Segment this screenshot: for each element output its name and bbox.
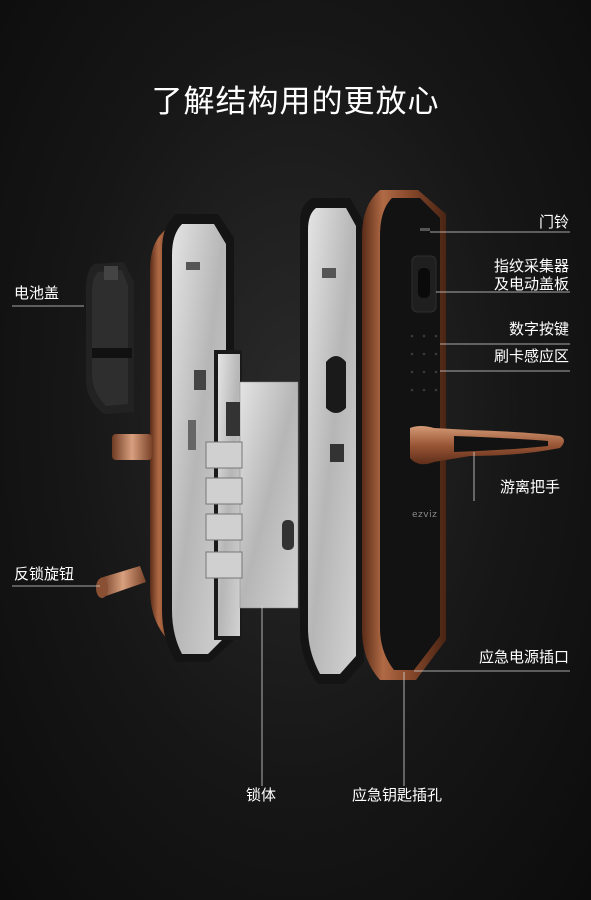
label-emergency-power: 应急电源插口 xyxy=(478,648,569,666)
label-battery-cover: 电池盖 xyxy=(14,284,60,302)
inner-plate xyxy=(300,198,364,684)
label-keypad: 数字按键 xyxy=(508,320,569,338)
page-title: 了解结构用的更放心 xyxy=(151,84,440,120)
battery-cover-part xyxy=(86,262,134,414)
label-doorbell: 门铃 xyxy=(538,213,569,231)
back-knob xyxy=(112,434,152,460)
label-lock-body: 锁体 xyxy=(246,786,277,804)
anti-lock-knob-part xyxy=(96,566,146,598)
label-card-reader: 刷卡感应区 xyxy=(493,347,569,365)
label-fingerprint-line1: 指纹采集器 xyxy=(493,257,569,275)
label-anti-lock-knob: 反锁旋钮 xyxy=(14,565,75,583)
lock-body xyxy=(205,350,299,640)
brand-logo: ezviz xyxy=(412,510,438,520)
label-fingerprint-line2: 及电动盖板 xyxy=(493,275,569,293)
label-handle: 游离把手 xyxy=(500,478,561,496)
free-handle xyxy=(410,426,564,465)
callout-lines xyxy=(12,231,570,786)
label-emergency-key: 应急钥匙插孔 xyxy=(352,786,443,804)
